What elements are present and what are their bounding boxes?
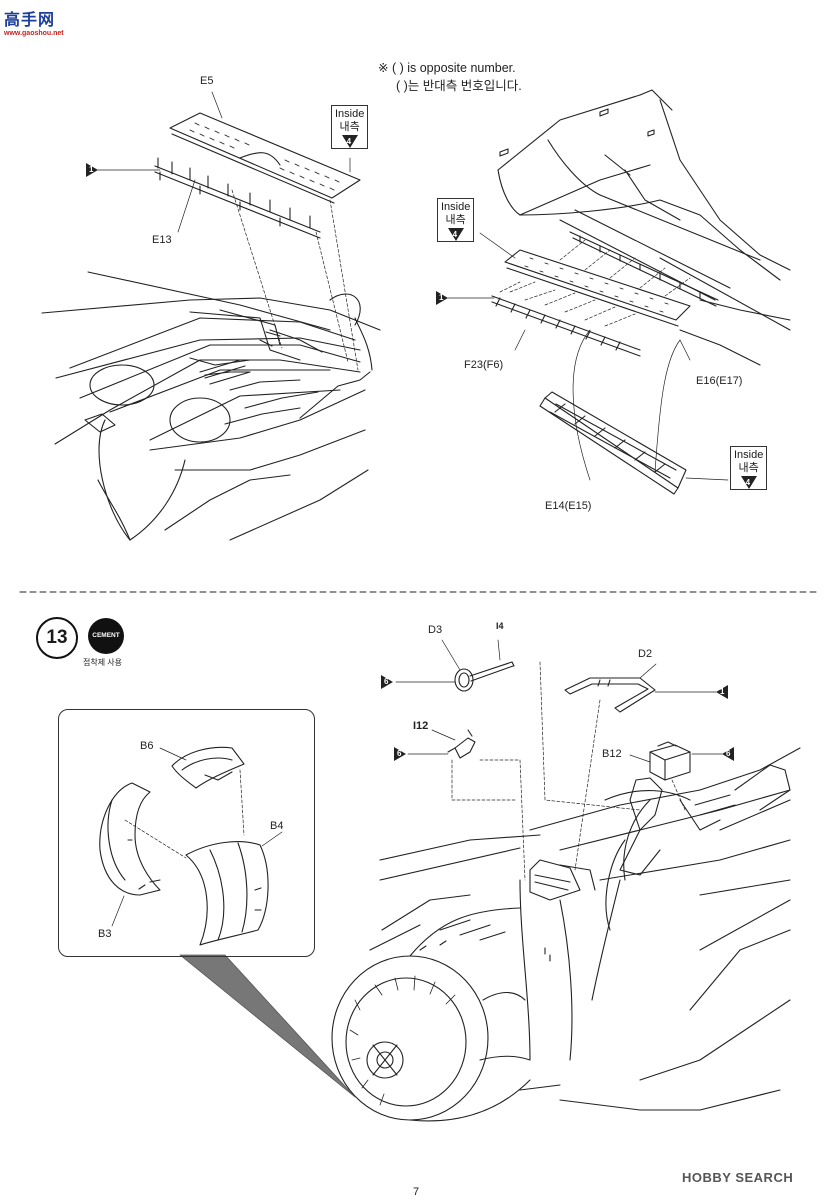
label-e5: E5 bbox=[200, 75, 214, 87]
inside-box-3-triangle-icon: 4 bbox=[740, 476, 757, 489]
label-i4: I4 bbox=[496, 621, 504, 631]
wing-flap-right-drawing bbox=[497, 89, 791, 366]
inside-box-2-en: Inside bbox=[441, 201, 471, 213]
site-logo-url: www.gaoshou.net bbox=[4, 30, 64, 37]
paint-pointer-icon-3: 6 bbox=[381, 675, 393, 689]
fuselage-drawing bbox=[331, 747, 801, 1122]
label-i12: I12 bbox=[413, 720, 429, 732]
inside-box-2: Inside 내측 4 bbox=[437, 198, 475, 242]
inside-box-1: Inside 내측 4 bbox=[331, 105, 369, 149]
inside-box-1-triangle-icon: 4 bbox=[341, 135, 358, 148]
part-e16-strip bbox=[569, 231, 719, 307]
site-logo: 高手网 www.gaoshou.net bbox=[4, 6, 64, 37]
part-d2-handle bbox=[564, 677, 656, 713]
part-d3-disc bbox=[454, 661, 515, 692]
label-e16: E16(E17) bbox=[696, 375, 743, 387]
part-e13-rail bbox=[154, 157, 321, 239]
paint-pointer-icon-6: 6 bbox=[722, 747, 734, 761]
part-f23-rail bbox=[491, 295, 641, 357]
part-e5-panel bbox=[169, 112, 361, 204]
inside-box-3-en: Inside bbox=[734, 449, 764, 461]
label-d3: D3 bbox=[428, 624, 443, 636]
step-number-badge: 13 bbox=[36, 617, 78, 659]
label-e14: E14(E15) bbox=[545, 500, 592, 512]
inside-box-3: Inside 내측 4 bbox=[730, 446, 768, 490]
inside-box-2-kr: 내측 bbox=[445, 214, 466, 226]
inside-box-1-en: Inside bbox=[335, 108, 365, 120]
part-b3-cowl bbox=[99, 782, 161, 896]
paint-pointer-icon-5: 6 bbox=[394, 747, 406, 761]
hobby-search-watermark: HOBBY SEARCH bbox=[682, 1170, 794, 1185]
inside-box-3-kr: 내측 bbox=[738, 462, 759, 474]
page-number: 7 bbox=[413, 1186, 420, 1198]
part-b4-cowl bbox=[185, 841, 269, 946]
part-b6-cover bbox=[171, 746, 245, 789]
label-b12: B12 bbox=[602, 748, 622, 760]
site-logo-name: 高手网 bbox=[4, 12, 56, 29]
label-b3: B3 bbox=[98, 928, 112, 940]
label-b6: B6 bbox=[140, 740, 154, 752]
paint-pointer-icon-2: 1 bbox=[436, 291, 448, 305]
inset-callout-wedge bbox=[179, 954, 356, 1098]
inside-box-1-kr: 내측 bbox=[339, 121, 360, 133]
cement-icon: CEMENT bbox=[88, 618, 124, 654]
engine-cowl-inset bbox=[58, 709, 315, 957]
label-f23: F23(F6) bbox=[464, 359, 504, 371]
part-i12-lever bbox=[447, 729, 476, 759]
paint-pointer-icon-1: 1 bbox=[86, 163, 98, 177]
part-b12-block bbox=[649, 741, 691, 781]
part-f23-panel bbox=[504, 249, 691, 327]
inside-box-2-triangle-icon: 4 bbox=[447, 228, 464, 241]
label-b4: B4 bbox=[270, 820, 284, 832]
opposite-number-note-kr: ( )는 반대측 번호입니다. bbox=[396, 79, 522, 93]
paint-pointer-icon-4: 1 bbox=[716, 685, 728, 699]
opposite-number-note-en: ※ ( ) is opposite number. bbox=[378, 61, 516, 75]
label-e13: E13 bbox=[152, 234, 172, 246]
wing-interior-left-drawing bbox=[41, 271, 381, 541]
cement-caption: 접착제 사용 bbox=[83, 658, 123, 667]
label-d2: D2 bbox=[638, 648, 653, 660]
part-e14-grille bbox=[539, 391, 687, 495]
